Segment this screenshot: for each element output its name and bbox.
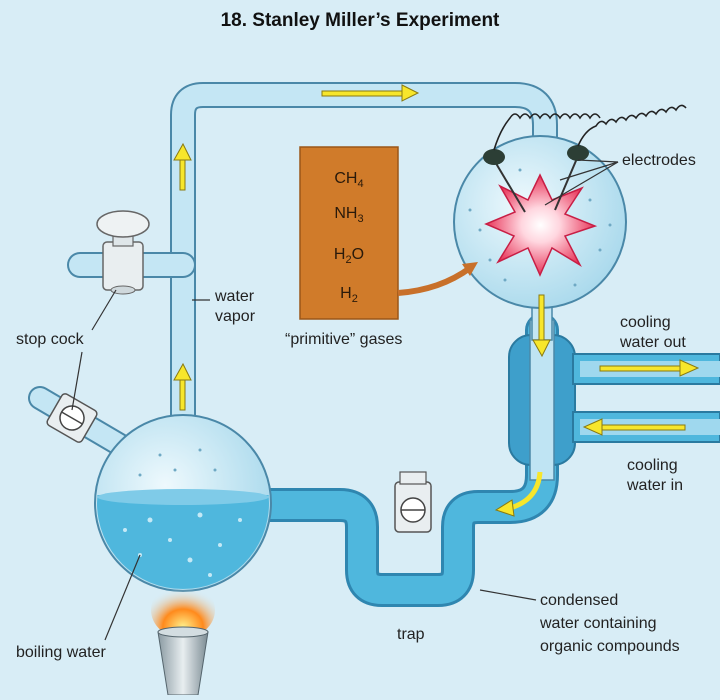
label-condensed-line2: water containing <box>540 615 657 632</box>
label-cooling-in-line1: cooling <box>627 457 678 474</box>
trap-valve <box>394 471 432 533</box>
electrode-flask <box>453 135 627 309</box>
label-primitive-gases: “primitive” gases <box>285 331 403 348</box>
arrow-cooling-in <box>599 424 686 431</box>
electrode-wires <box>493 104 687 151</box>
stop-cock-valve <box>96 210 150 295</box>
label-cooling-out-line1: cooling <box>620 314 671 331</box>
label-condensed-line3: organic compounds <box>540 638 680 655</box>
label-trap: trap <box>397 626 425 643</box>
page-title: 18. Stanley Miller’s Experiment <box>220 10 500 31</box>
label-water-vapor-line2: vapor <box>215 308 256 325</box>
burner <box>151 582 215 696</box>
label-cooling-out-line2: water out <box>620 334 686 351</box>
arrow-up-1 <box>179 159 186 191</box>
gas-ammonia: NH3 <box>334 205 364 226</box>
gas-box <box>299 146 399 320</box>
arrow-up-2 <box>179 379 186 411</box>
label-water-vapor-line1: water <box>215 288 255 305</box>
gas-inlet-arrow <box>397 265 472 296</box>
label-stop-cock: stop cock <box>16 331 84 348</box>
condenser <box>508 319 720 481</box>
arrow-curve <box>509 471 543 511</box>
label-condensed-line1: condensed <box>540 592 619 609</box>
boiling-flask <box>94 414 272 592</box>
water-tubing <box>248 313 559 607</box>
flame <box>151 582 215 638</box>
label-electrodes: electrodes <box>622 152 696 169</box>
gas-water: H2O <box>333 246 365 267</box>
arrow-top <box>321 90 403 97</box>
arrow-cooling-out <box>599 365 681 372</box>
gas-hydrogen: H2 <box>340 285 358 306</box>
label-cooling-in-line2: water in <box>627 477 684 494</box>
arrow-down <box>538 294 545 341</box>
spark <box>484 173 598 277</box>
gas-methane: CH4 <box>334 170 364 191</box>
flow-arrows <box>173 84 700 517</box>
label-boiling-water: boiling water <box>16 644 106 661</box>
leader-lines <box>71 159 619 641</box>
side-valve <box>46 393 98 443</box>
